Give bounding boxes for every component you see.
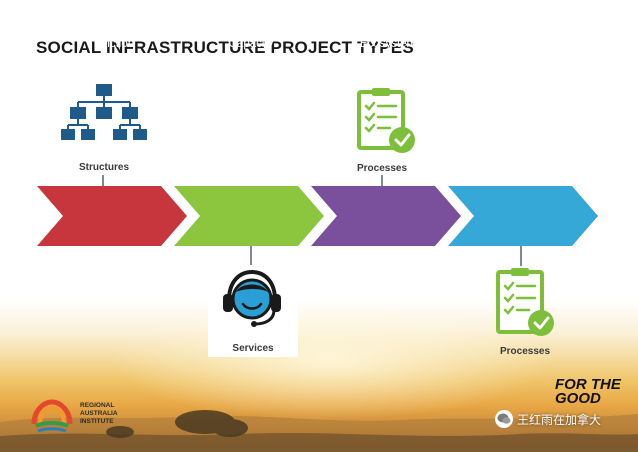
arrow-maintain-text: Maintain community function (86, 10, 142, 50)
processes-label-bottom: Processes (499, 346, 551, 357)
structures-label: Structures (78, 162, 129, 173)
connector-structures (102, 175, 104, 187)
wechat-icon (495, 410, 513, 428)
clipboard-check-icon (357, 88, 415, 153)
institute-name: REGIONAL AUSTRALIA INSTITUTE (80, 402, 118, 425)
arrow-maintain (37, 186, 187, 246)
arrow-stimulate-text: Stimulate Growth and output (495, 10, 555, 50)
clipboard-check-icon-bottom (496, 268, 554, 336)
connector-processes-bottom (520, 246, 522, 266)
arrow-strengthen-text: Strengthen Community Capacity (221, 10, 281, 50)
arrow-stimulate (448, 186, 598, 246)
watermark-text: 王红雨在加拿大 (517, 412, 602, 427)
connector-services (250, 246, 252, 266)
arrow-improve (311, 186, 461, 246)
slide-title: SOCIAL INFRASTRUCTURE PROJECT TYPES (36, 38, 414, 57)
arrow-strengthen (174, 186, 324, 246)
org-chart-icon (61, 84, 147, 140)
headset-icon (223, 269, 281, 327)
connector-processes-top (381, 175, 383, 187)
landscape-background (0, 410, 638, 452)
regional-australia-institute-logo (31, 399, 73, 433)
for-the-good-badge: FOR THE GOOD (555, 376, 621, 407)
services-label: Services (232, 343, 274, 354)
arrow-improve-text: Improve Business Ecosystem (359, 10, 417, 50)
processes-label-top: Processes (356, 163, 408, 174)
watermark: 王红雨在加拿大 (495, 410, 601, 428)
